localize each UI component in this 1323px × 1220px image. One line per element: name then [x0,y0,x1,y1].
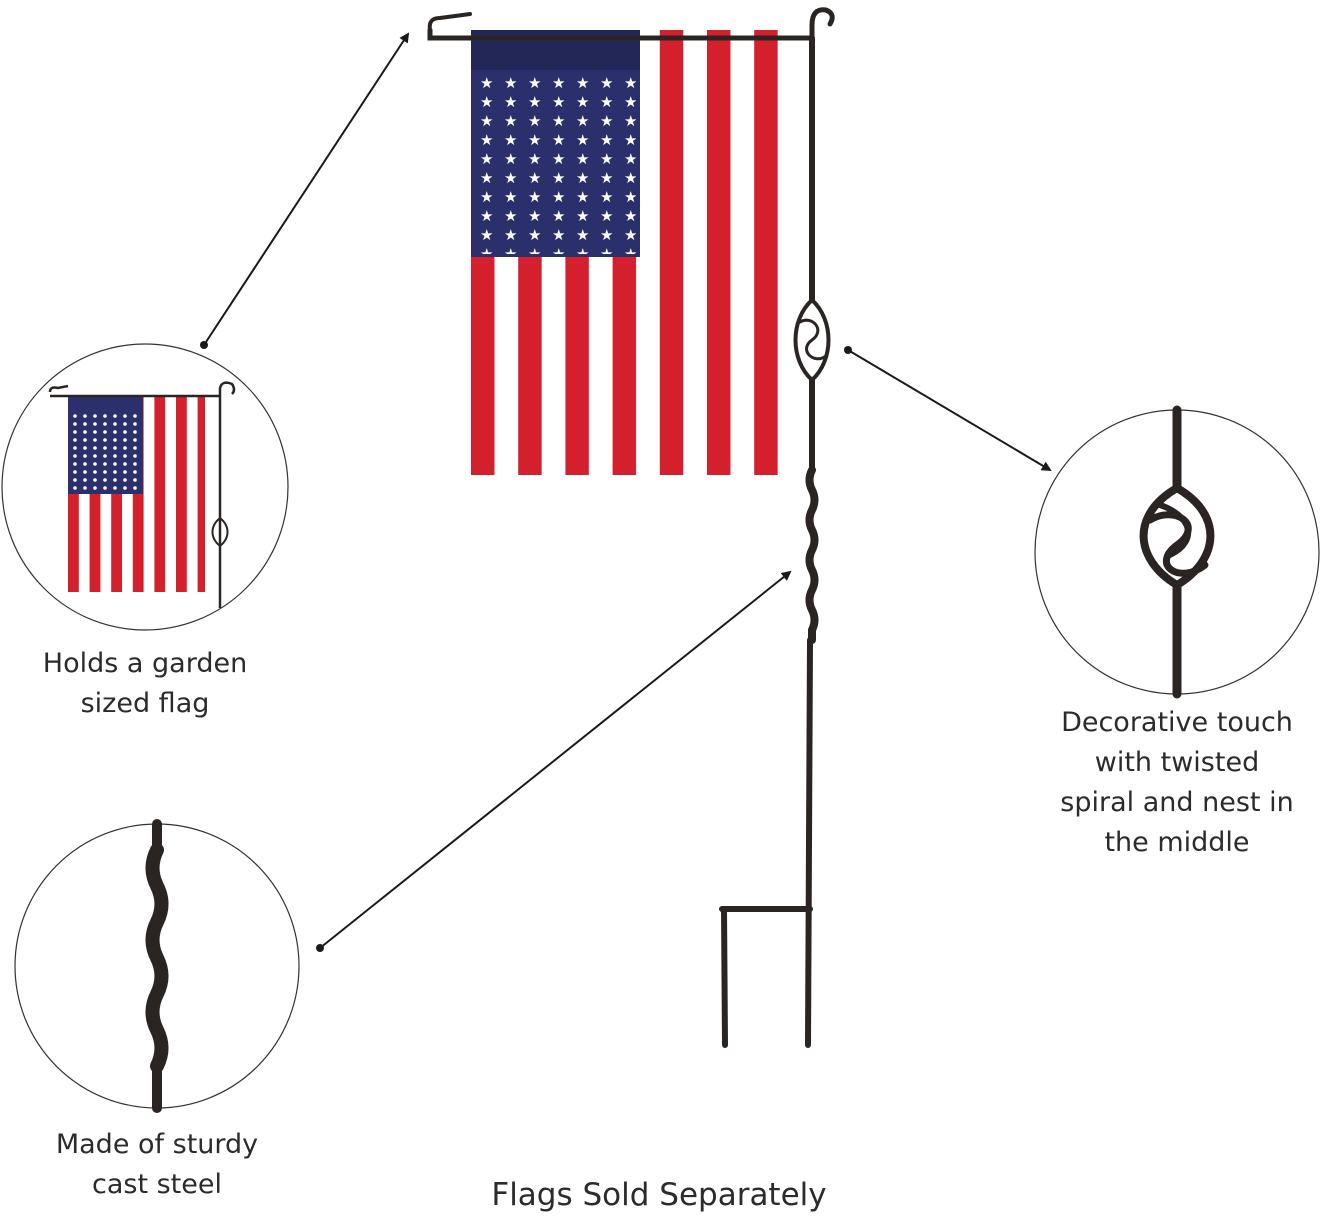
american-flag [471,30,778,475]
caption-line: with twisted [1094,747,1260,778]
caption-line: the middle [1104,827,1250,858]
footer-note: Flags Sold Separately [491,1177,827,1213]
detail-circle-nest [1034,405,1320,699]
callout-arrows [200,32,1052,952]
caption-line: Made of sturdy [55,1129,259,1160]
detail-circle-steel [14,819,300,1113]
caption-garden-flag: Holds a garden sized flag [15,644,275,724]
caption-line: Holds a garden [42,648,248,679]
caption-line: Decorative touch [1061,707,1293,738]
flag-stand [427,7,835,1048]
caption-line: spiral and nest in [1060,787,1294,818]
caption-line: sized flag [80,688,210,719]
detail-circle-garden-flag [1,343,289,631]
caption-line: cast steel [91,1169,222,1200]
caption-cast-steel: Made of sturdy cast steel [17,1125,297,1205]
caption-decorative-nest: Decorative touch with twisted spiral and n… [1027,703,1323,863]
